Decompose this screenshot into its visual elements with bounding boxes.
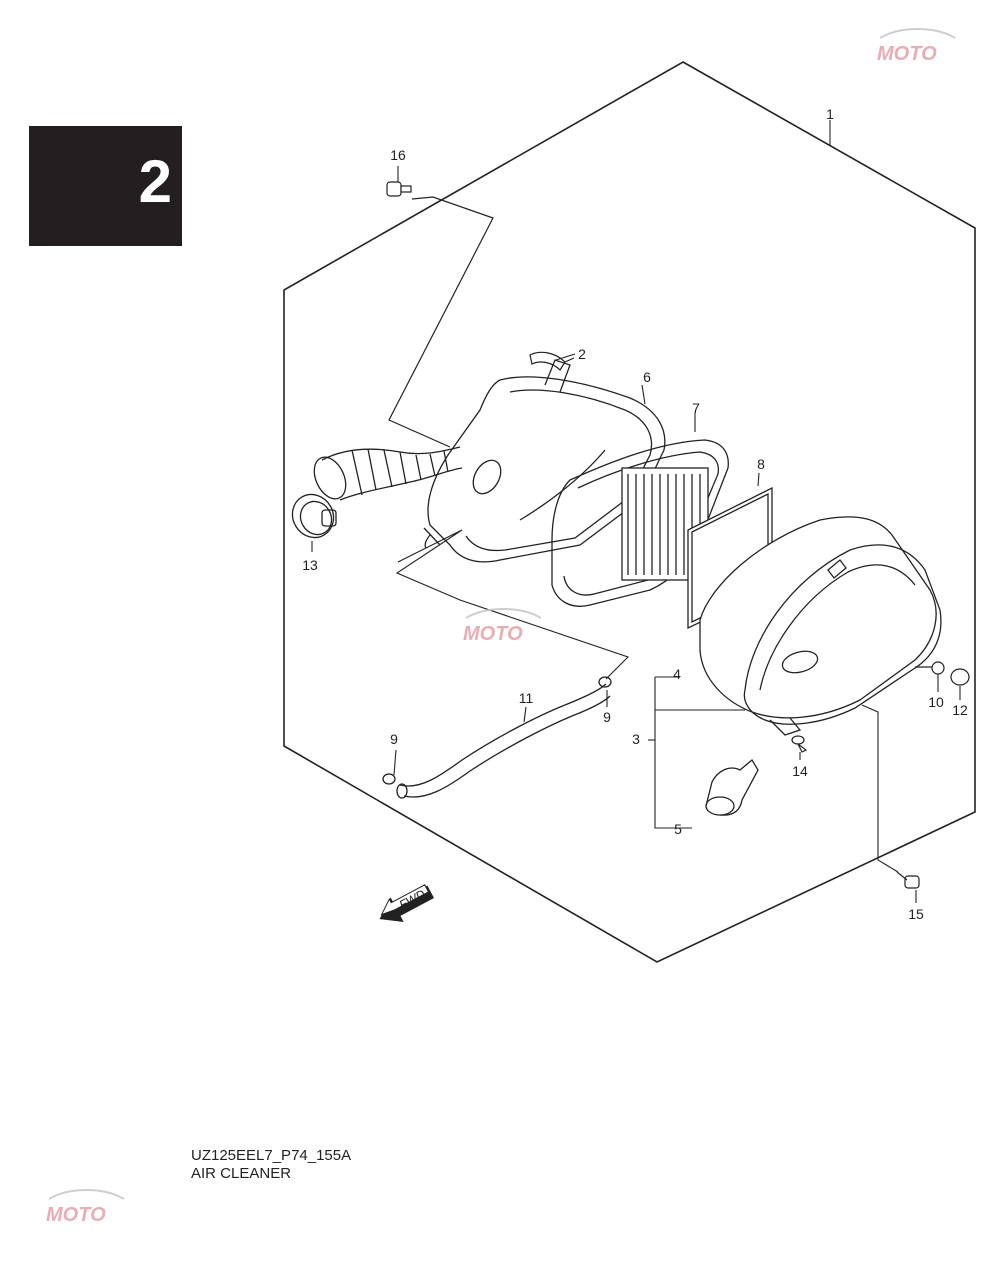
assembly-outline [283, 61, 976, 963]
bolt-16 [386, 181, 412, 197]
callout-16: 16 [390, 147, 406, 163]
watermark-logo-bottom: MOTO [46, 1189, 125, 1226]
screw-14 [791, 735, 808, 753]
clip-2 [529, 351, 575, 371]
cover-4 [699, 516, 942, 736]
callout-13: 13 [302, 557, 318, 573]
diagram-title: AIR CLEANER [191, 1165, 292, 1182]
clamp-13 [291, 493, 337, 539]
callout-1: 1 [826, 106, 834, 122]
callout-5: 5 [674, 821, 682, 837]
plug-5 [705, 759, 759, 816]
callout-8: 8 [757, 456, 765, 472]
callout-2: 2 [578, 346, 586, 362]
callout-11: 11 [519, 690, 534, 706]
callout-7: 7 [692, 400, 700, 416]
watermark-logo-top: MOTO [877, 28, 956, 65]
callout-4: 4 [673, 666, 681, 682]
callout-9-right: 9 [603, 709, 611, 725]
inlet-duct [313, 446, 463, 501]
svg-text:MOTO: MOTO [877, 43, 937, 65]
callout-9-left: 9 [390, 731, 398, 747]
callout-3: 3 [632, 731, 640, 747]
fwd-arrow-icon: FWD [379, 884, 435, 923]
callout-14: 14 [792, 763, 808, 779]
bolt-15 [896, 871, 920, 889]
leader-16 [388, 196, 494, 448]
callout-6: 6 [643, 369, 651, 385]
filter-frame-7 [551, 439, 729, 607]
watermark-logo-middle: MOTO [463, 608, 542, 645]
section-badge: 2 [29, 126, 182, 246]
callout-15: 15 [908, 906, 924, 922]
clamp-10 [915, 661, 945, 675]
cap-12 [950, 668, 970, 686]
leader-lines [311, 120, 961, 903]
drain-tube-11 [382, 676, 612, 799]
callout-10: 10 [928, 694, 944, 710]
svg-text:MOTO: MOTO [463, 623, 523, 645]
diagram-code: UZ125EEL7_P74_155A [191, 1147, 352, 1164]
diagram-caption: UZ125EEL7_P74_155A AIR CLEANER [191, 1147, 351, 1183]
callout-12: 12 [952, 702, 968, 718]
svg-text:MOTO: MOTO [46, 1204, 106, 1226]
section-number: 2 [138, 148, 172, 215]
